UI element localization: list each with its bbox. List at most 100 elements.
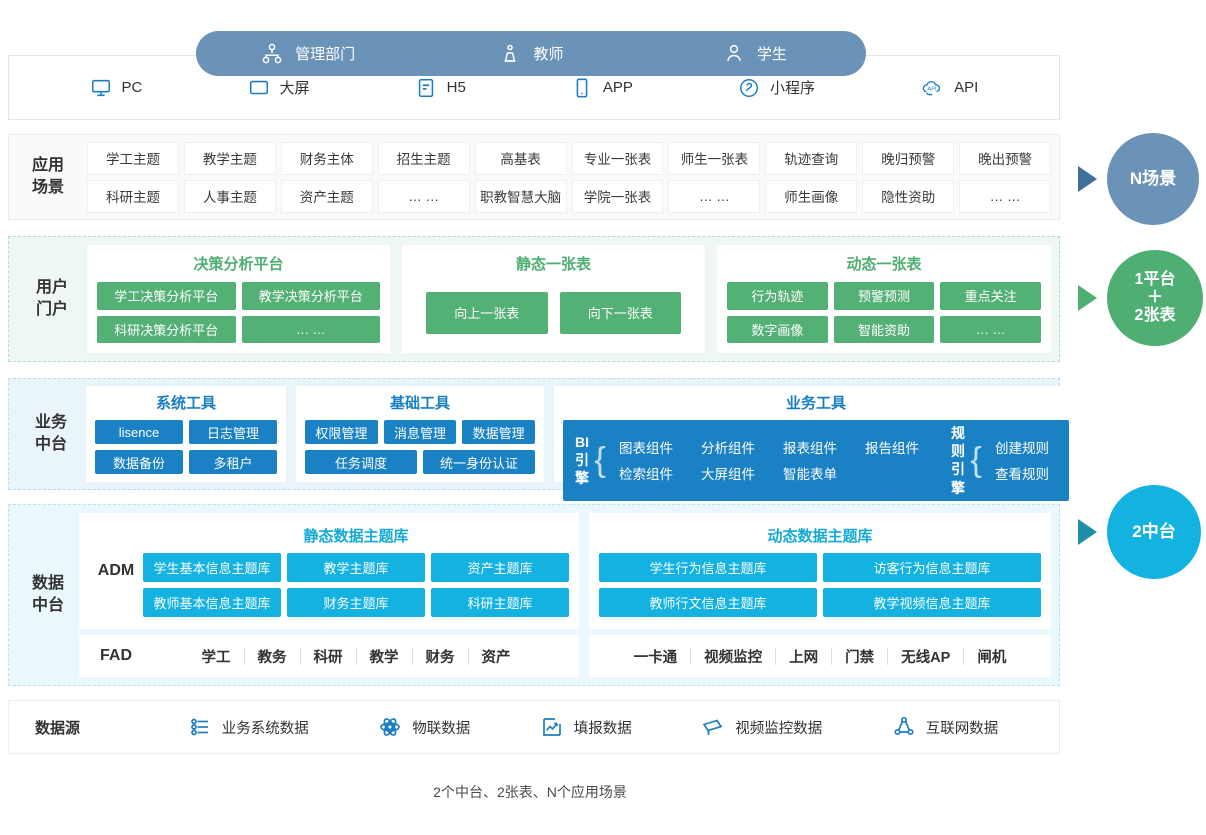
subject-db-item[interactable]: 访客行为信息主题库 <box>823 553 1041 582</box>
portal-card-static-table: 静态一张表 向上一张表 向下一张表 <box>402 245 705 353</box>
fad-item[interactable]: 资产 <box>481 649 511 666</box>
portal-item[interactable]: 向下一张表 <box>559 291 681 334</box>
scenario-cell[interactable]: … … <box>668 179 761 213</box>
fad-item[interactable]: 上网 <box>789 649 819 666</box>
subject-db-item[interactable]: 教学视频信息主题库 <box>823 588 1041 617</box>
component-item[interactable]: 报告组件 <box>865 441 919 457</box>
component-item[interactable]: 大屏组件 <box>701 467 755 483</box>
role-admin[interactable]: 管理部门 <box>196 42 419 66</box>
subject-db-item[interactable]: 财务主题库 <box>287 588 425 617</box>
data-middle-platform-section: 数据 中台 ADM 静态数据主题库 学生基本信息主题库 教学主题库 资产主题库 <box>8 504 1060 686</box>
scenario-cell[interactable]: 科研主题 <box>87 179 179 213</box>
role-pill: 管理部门 教师 学生 <box>196 31 866 76</box>
channel-miniprogram[interactable]: 小程序 <box>738 77 815 99</box>
tool-item[interactable]: 数据备份 <box>95 450 183 474</box>
portal-item[interactable]: 数字画像 <box>727 315 828 343</box>
student-icon <box>722 42 746 66</box>
scenario-cell[interactable]: 职教智慧大脑 <box>474 179 567 213</box>
role-label: 管理部门 <box>295 46 356 63</box>
fad-item[interactable]: 视频监控 <box>704 649 763 666</box>
tool-item[interactable]: 统一身份认证 <box>423 450 535 474</box>
source-internet-data[interactable]: 互联网数据 <box>892 715 998 739</box>
subject-db-item[interactable]: 学生行为信息主题库 <box>599 553 817 582</box>
scenario-cell[interactable]: 人事主题 <box>183 179 276 213</box>
card-system-tools: 系统工具 lisence 日志管理 数据备份 多租户 <box>86 386 286 482</box>
h5-icon <box>415 77 437 99</box>
source-business-system[interactable]: 业务系统数据 <box>188 715 309 739</box>
role-student[interactable]: 学生 <box>643 42 866 66</box>
tool-item[interactable]: 数据管理 <box>462 420 536 444</box>
component-item[interactable]: 智能表单 <box>783 467 837 483</box>
fad-item[interactable]: 教学 <box>369 649 399 666</box>
portal-item[interactable]: … … <box>241 315 380 343</box>
source-iot[interactable]: 物联数据 <box>378 715 470 739</box>
fad-item[interactable]: 科研 <box>313 649 343 666</box>
fad-item[interactable]: 门禁 <box>845 649 875 666</box>
channel-pc[interactable]: PC <box>90 77 142 99</box>
fad-item[interactable]: 学工 <box>201 649 231 666</box>
portal-item[interactable]: 重点关注 <box>940 282 1042 310</box>
scenario-cell[interactable]: 教学主题 <box>183 141 276 175</box>
scenario-cell[interactable]: … … <box>959 179 1052 213</box>
portal-item[interactable]: … … <box>940 315 1042 343</box>
tool-item[interactable]: 任务调度 <box>305 450 417 474</box>
scenario-cell[interactable]: 招生主题 <box>377 141 470 175</box>
svg-text:API: API <box>928 86 938 92</box>
subject-db-item[interactable]: 学生基本信息主题库 <box>143 553 281 582</box>
portal-item[interactable]: 预警预测 <box>833 282 935 310</box>
role-teacher[interactable]: 教师 <box>419 42 642 66</box>
portal-item[interactable]: 向上一张表 <box>426 291 548 334</box>
subject-db-item[interactable]: 教学主题库 <box>287 553 425 582</box>
fad-item[interactable]: 教务 <box>257 649 287 666</box>
fad-item[interactable]: 财务 <box>425 649 455 666</box>
scenario-cell[interactable]: 师生一张表 <box>668 141 761 175</box>
tool-item[interactable]: 消息管理 <box>383 420 457 444</box>
channel-large-screen[interactable]: 大屏 <box>248 77 310 99</box>
scenario-cell[interactable]: 轨迹查询 <box>765 141 858 175</box>
subject-db-item[interactable]: 教师行文信息主题库 <box>599 588 817 617</box>
source-reported-data[interactable]: 填报数据 <box>540 715 632 739</box>
channel-app[interactable]: APP <box>571 77 633 99</box>
subject-db-item[interactable]: 教师基本信息主题库 <box>143 588 281 617</box>
channel-api[interactable]: API API <box>920 77 978 99</box>
scenario-cell[interactable]: 资产主题 <box>280 179 373 213</box>
scenario-cell[interactable]: 专业一张表 <box>571 141 664 175</box>
scenario-cell[interactable]: … … <box>377 179 470 213</box>
channel-label: 大屏 <box>279 80 310 97</box>
scenario-cell[interactable]: 师生画像 <box>765 179 858 213</box>
fad-item[interactable]: 闸机 <box>977 649 1007 666</box>
scenario-cell[interactable]: 高基表 <box>474 141 567 175</box>
portal-item[interactable]: 科研决策分析平台 <box>97 315 236 343</box>
fad-item[interactable]: 无线AP <box>901 649 951 666</box>
scenario-cell[interactable]: 晚出预警 <box>959 141 1052 175</box>
tool-item[interactable]: 多租户 <box>189 450 277 474</box>
scenario-cell[interactable]: 晚归预警 <box>862 141 955 175</box>
source-video-surveillance[interactable]: 视频监控数据 <box>701 715 822 739</box>
component-item[interactable]: 分析组件 <box>701 441 755 457</box>
portal-item[interactable]: 学工决策分析平台 <box>97 282 236 310</box>
subject-db-item[interactable]: 资产主题库 <box>431 553 569 582</box>
scenario-cell[interactable]: 学院一张表 <box>571 179 664 213</box>
subject-db-item[interactable]: 科研主题库 <box>431 588 569 617</box>
portal-item[interactable]: 智能资助 <box>833 315 935 343</box>
business-cards: 系统工具 lisence 日志管理 数据备份 多租户 基础工具 权限管 <box>86 386 1078 501</box>
portal-item[interactable]: 教学决策分析平台 <box>241 282 380 310</box>
divider <box>243 647 245 665</box>
scenarios-label: 应用 场景 <box>31 157 64 196</box>
component-item[interactable]: 查看规则 <box>995 467 1049 483</box>
component-item[interactable]: 图表组件 <box>619 441 673 457</box>
component-item[interactable]: 创建规则 <box>995 441 1049 457</box>
scenario-cell[interactable]: 学工主题 <box>87 141 179 175</box>
data-platform-inner: ADM 静态数据主题库 学生基本信息主题库 教学主题库 资产主题库 教师基本信息… <box>79 513 1051 677</box>
portal-item[interactable]: 行为轨迹 <box>727 282 828 310</box>
scenario-cell[interactable]: 隐性资助 <box>862 179 955 213</box>
fad-item[interactable]: 一卡通 <box>633 649 678 666</box>
tool-item[interactable]: 权限管理 <box>305 420 378 444</box>
channel-h5[interactable]: H5 <box>415 77 466 99</box>
component-item[interactable]: 检索组件 <box>619 467 673 483</box>
data-platform-label: 数据 中台 <box>31 575 64 614</box>
tool-item[interactable]: 日志管理 <box>189 420 277 444</box>
component-item[interactable]: 报表组件 <box>783 441 837 457</box>
tool-item[interactable]: lisence <box>95 420 183 444</box>
scenario-cell[interactable]: 财务主体 <box>280 141 373 175</box>
